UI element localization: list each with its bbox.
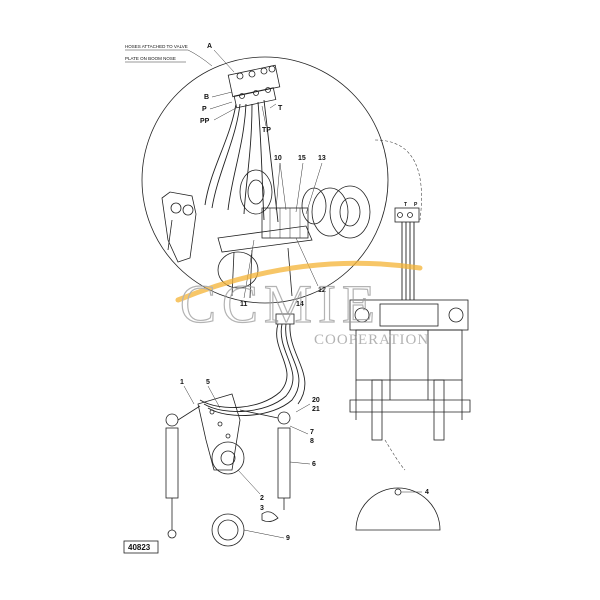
callout-1: 1 xyxy=(180,379,184,386)
callout-8: 8 xyxy=(310,438,314,445)
boom-bracket xyxy=(161,191,197,263)
callout-14: 14 xyxy=(296,301,304,308)
boom-nose-assembly xyxy=(349,207,471,441)
callout-A: A xyxy=(207,43,212,50)
callout-PP: PP xyxy=(200,118,210,125)
cylinder-right xyxy=(239,409,291,522)
note-line-1: HOSES ATTACHED TO VALVE xyxy=(125,44,188,49)
callout-6: 6 xyxy=(312,461,316,468)
callout-5: 5 xyxy=(206,379,210,386)
callout-10: 10 xyxy=(274,155,282,162)
callout-dP: P xyxy=(414,202,418,208)
watermark-tagline: COOPERATION xyxy=(314,332,429,348)
mounting-plate xyxy=(197,393,245,475)
callout-12: 12 xyxy=(318,287,326,294)
callout-dT: T xyxy=(404,202,407,208)
callout-P: P xyxy=(202,106,207,113)
sheave-left xyxy=(217,169,273,289)
detail-circle xyxy=(141,56,389,304)
detail-hoses xyxy=(204,99,279,223)
drawing-number: 40823 xyxy=(128,543,151,552)
callout-3: 3 xyxy=(260,505,264,512)
watermark-swoosh xyxy=(175,260,423,303)
drawing-number-box xyxy=(123,540,159,554)
callout-13: 13 xyxy=(318,155,326,162)
callout-2: 2 xyxy=(260,495,264,502)
callout-B: B xyxy=(204,94,209,101)
callout-9: 9 xyxy=(286,535,290,542)
callout-T: T xyxy=(278,105,283,112)
callout-4: 4 xyxy=(425,489,429,496)
watermark-brand: CCMIE xyxy=(180,274,381,334)
ring-seal xyxy=(211,513,245,547)
callout-11: 11 xyxy=(240,301,248,308)
callout-20: 20 xyxy=(312,397,320,404)
cylinder-left xyxy=(165,405,201,539)
valve-block xyxy=(227,64,281,109)
main-hoses xyxy=(199,313,306,417)
callout-21: 21 xyxy=(312,406,320,413)
callout-TP: TP xyxy=(262,127,271,134)
callout-15: 15 xyxy=(298,155,306,162)
watermark: CCMIE COOPERATION xyxy=(175,260,429,348)
note-line-2: PLATE ON BOOM NOSE xyxy=(125,56,176,61)
callout-7: 7 xyxy=(310,429,314,436)
